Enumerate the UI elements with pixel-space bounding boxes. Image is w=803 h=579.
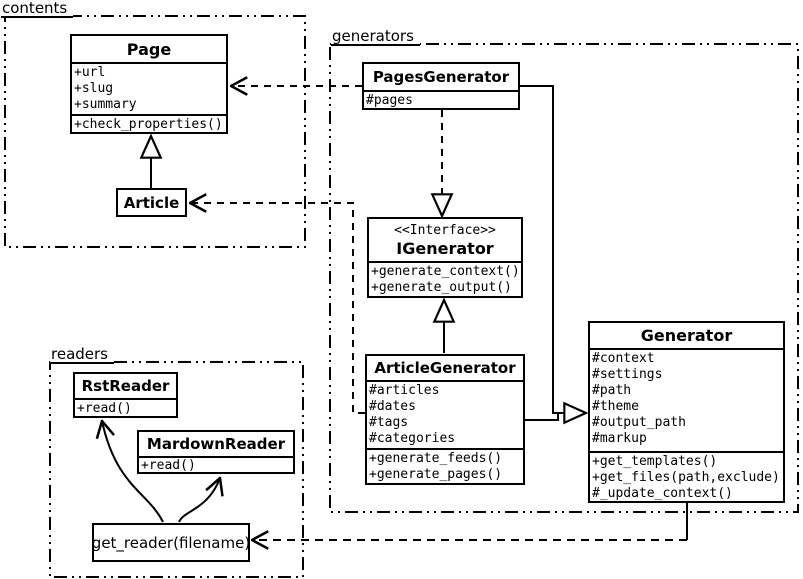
dependency-articlegenerator-to-article <box>190 203 365 414</box>
function-box-get-reader: get_reader(filename) <box>92 523 250 562</box>
class-box-articlegenerator: ArticleGenerator #articles #dates #tags … <box>365 354 525 485</box>
package-border-readers <box>49 361 304 578</box>
methods-section: +generate_feeds() +generate_pages() <box>367 448 523 483</box>
attribute-line: #pages <box>366 93 413 108</box>
attribute-line: #context <box>592 351 655 366</box>
class-name-mardownreader: MardownReader <box>139 432 293 458</box>
method-line: +get_templates() <box>592 454 718 469</box>
class-box-igenerator: <<Interface>> IGenerator +generate_conte… <box>367 217 523 298</box>
arrow-getreader-to-rstreader <box>102 421 164 523</box>
attribute-line: #theme <box>592 399 639 414</box>
class-box-generator: Generator #context #settings #path #them… <box>588 321 785 503</box>
method-line: +generate_pages() <box>369 467 503 482</box>
class-name-igenerator: IGenerator <box>396 238 494 258</box>
attribute-line: #settings <box>592 367 663 382</box>
stereotype-interface: <<Interface>> <box>394 222 496 238</box>
attribute-line: #tags <box>369 415 409 430</box>
attributes-section: #pages <box>364 92 518 108</box>
attribute-line: #articles <box>369 383 440 398</box>
attribute-line: +summary <box>74 97 137 112</box>
methods-section: +get_templates() +get_files(path,exclude… <box>590 451 783 501</box>
attributes-section: #articles #dates #tags #categories <box>367 382 523 448</box>
attribute-line: #path <box>592 383 632 398</box>
methods-section: +read() <box>139 458 293 472</box>
method-line: +check_properties() <box>74 117 223 132</box>
method-line: +generate_output() <box>371 280 512 295</box>
methods-section: +read() <box>75 400 176 416</box>
attribute-line: #output_path <box>592 415 686 430</box>
class-box-mardownreader: MardownReader +read() <box>137 430 295 474</box>
package-label-generators: generators <box>331 28 420 46</box>
methods-section: +check_properties() <box>72 114 226 132</box>
class-name-generator: Generator <box>590 323 783 350</box>
class-name-article: Article <box>123 193 180 212</box>
class-name-pagesgenerator: PagesGenerator <box>364 64 518 92</box>
package-border-generators <box>329 43 799 513</box>
attributes-section: +url +slug +summary <box>72 64 226 114</box>
package-border-contents <box>4 15 306 248</box>
method-line: +read() <box>141 458 196 472</box>
generalization-branch-articlegenerator <box>525 413 559 421</box>
class-name-rstreader: RstReader <box>75 374 176 400</box>
attribute-line: #dates <box>369 399 416 414</box>
attribute-line: #markup <box>592 431 647 446</box>
class-box-rstreader: RstReader +read() <box>73 372 178 418</box>
method-line: #_update_context() <box>592 486 733 501</box>
method-line: +get_files(path,exclude) <box>592 470 780 485</box>
class-name-page: Page <box>72 36 226 64</box>
methods-section: +generate_context() +generate_output() <box>369 263 521 296</box>
method-line: +generate_feeds() <box>369 451 503 466</box>
class-box-article: Article <box>116 188 187 217</box>
attributes-section: #context #settings #path #theme #output_… <box>590 350 783 451</box>
class-box-page: Page +url +slug +summary +check_properti… <box>70 34 228 134</box>
attribute-line: +url <box>74 65 106 80</box>
generalization-pagesgenerator-to-generator <box>520 85 586 413</box>
method-line: +generate_context() <box>371 264 520 279</box>
package-label-readers: readers <box>50 346 114 364</box>
method-line: +read() <box>77 401 132 416</box>
arrow-getreader-to-mardownreader <box>178 478 220 523</box>
class-header-igenerator: <<Interface>> IGenerator <box>369 219 521 263</box>
class-box-pagesgenerator: PagesGenerator #pages <box>362 62 520 110</box>
class-name-articlegenerator: ArticleGenerator <box>367 356 523 382</box>
attribute-line: #categories <box>369 431 456 446</box>
package-label-contents: contents <box>1 0 74 18</box>
attribute-line: +slug <box>74 81 114 96</box>
